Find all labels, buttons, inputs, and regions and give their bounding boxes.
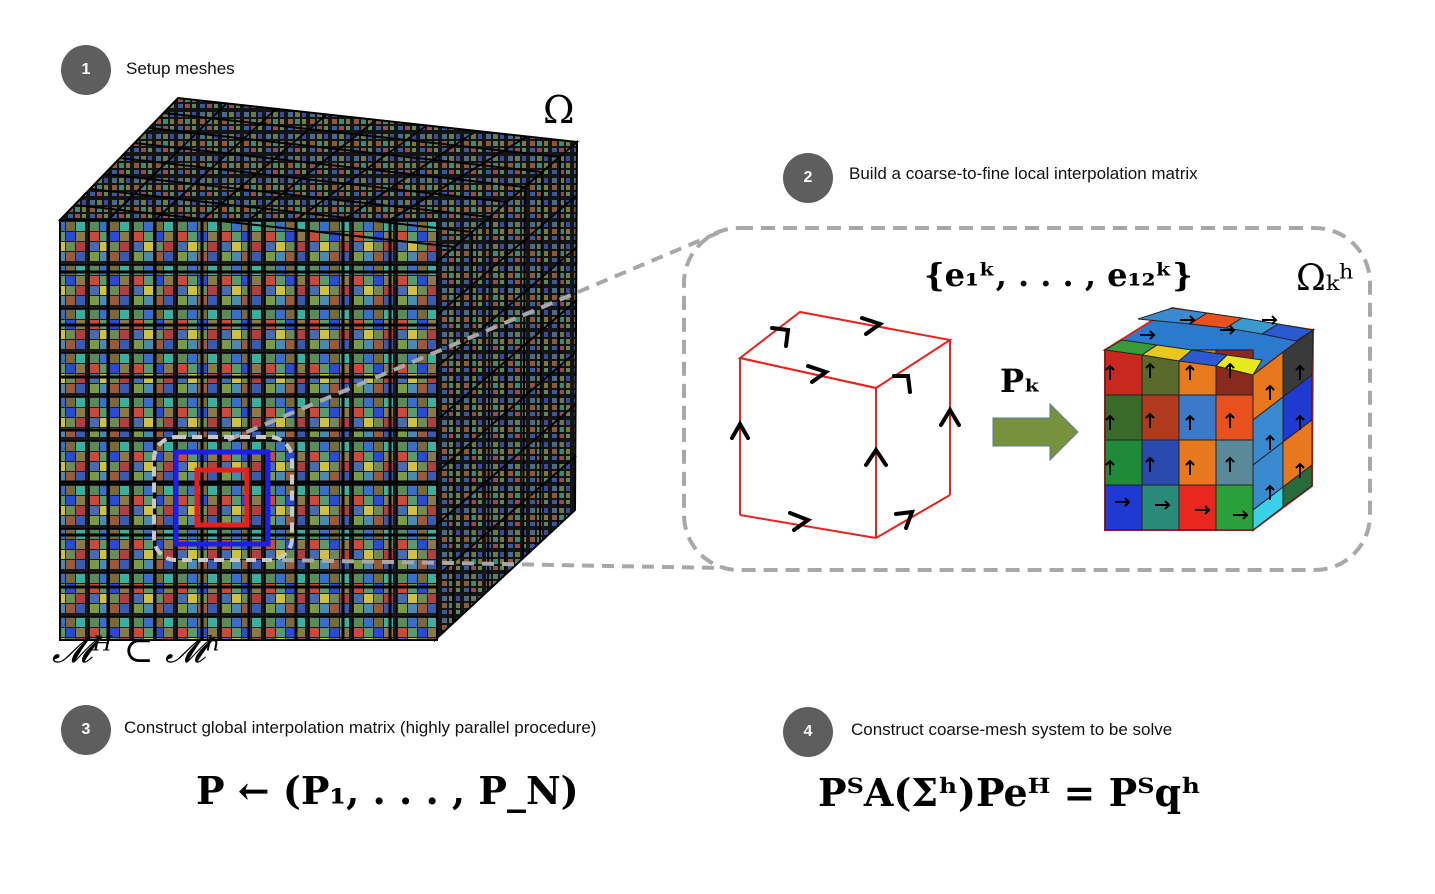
step-4-label: Construct coarse-mesh system to be solve: [851, 720, 1173, 739]
step-2-badge: 2: [783, 153, 833, 203]
subdomain-highlight: [152, 435, 294, 562]
edge-arrow: [860, 316, 885, 336]
mesh-relation-label: 𝓜ᴴ ⊂ 𝓜ʰ: [52, 630, 222, 671]
step-1-badge: 1: [61, 45, 111, 95]
step-2-label: Build a coarse-to-fine local interpolati…: [849, 164, 1198, 183]
local-operator-label: Pₖ: [1000, 362, 1041, 400]
coarse-system-equation: PᵀA(Σʰ)Peᴴ = Pᵀqʰ: [818, 770, 1201, 815]
interpolation-arrow: [992, 402, 1079, 462]
edge-arrow: [894, 509, 916, 530]
edge-set-label: {e₁ᵏ, . . . , e₁₂ᵏ}: [924, 256, 1193, 294]
edge-arrow: [730, 419, 750, 440]
global-assembly-equation: P ← (P₁, . . . , P_N): [196, 768, 579, 813]
dashed-subdomain-outline: [152, 435, 294, 562]
zoom-connectors: [227, 230, 721, 570]
red-coarse-cell-box: [194, 467, 250, 528]
step-1-label: Setup meshes: [126, 59, 235, 78]
edge-arrow: [939, 406, 961, 427]
step-3-badge: 3: [61, 705, 111, 755]
step-4-badge: 4: [783, 707, 833, 757]
coarse-cell: [730, 310, 961, 539]
step-3-label: Construct global interpolation matrix (h…: [124, 718, 597, 737]
edge-arrow: [788, 511, 813, 532]
zoom-panel: [682, 226, 1372, 572]
blue-subdomain-box: [173, 449, 271, 547]
edge-arrow: [770, 326, 791, 348]
domain-label: Ω: [543, 88, 575, 132]
fine-local-cube: [1102, 306, 1316, 532]
local-domain-label: Ωₖʰ: [1296, 258, 1355, 299]
edge-arrow: [892, 374, 912, 394]
edge-arrow: [806, 364, 831, 384]
fine-mesh-cube: [57, 96, 580, 643]
edge-arrow: [864, 446, 888, 467]
